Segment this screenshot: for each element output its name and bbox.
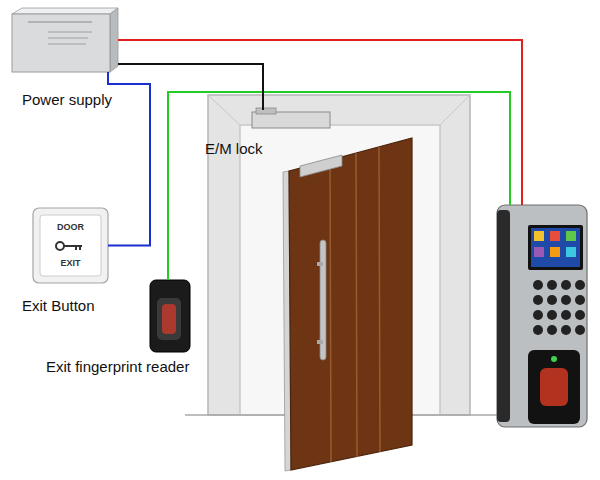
screen-icon	[550, 231, 560, 241]
terminal-led	[551, 356, 557, 362]
key-icon	[79, 246, 81, 250]
printed-marks	[48, 44, 86, 45]
door-panel-line	[356, 153, 357, 457]
exit-reader-body	[150, 280, 190, 352]
handle-mount	[317, 340, 323, 344]
green-wire	[168, 92, 510, 280]
key-icon	[75, 246, 77, 250]
printed-marks	[28, 22, 92, 23]
door-leaf	[289, 138, 412, 470]
key-icon	[56, 242, 64, 250]
printed-marks	[48, 32, 92, 33]
node-label: E/M lock	[205, 140, 263, 158]
terminal-screen	[531, 228, 580, 267]
exit-button-plate	[33, 208, 108, 283]
red-wire	[118, 40, 522, 205]
em-lock-body	[252, 112, 330, 128]
exit-reader-window	[157, 298, 181, 340]
screen-icon	[566, 231, 576, 241]
terminal-sensor	[540, 368, 568, 406]
node-label: Exit Button	[22, 297, 95, 315]
em-lock: E/M lock	[252, 110, 330, 130]
door-panel-line	[379, 147, 380, 452]
terminal-body	[497, 205, 587, 427]
power-supply-top	[12, 8, 118, 14]
printed-marks	[48, 38, 88, 39]
exit-button: Exit Button	[33, 208, 108, 283]
frame-edge	[208, 95, 240, 125]
terminal-sensor-housing	[528, 350, 580, 424]
power-supply: Power supply	[12, 8, 118, 72]
terminal-screen-bezel	[528, 225, 583, 270]
button-exit-text: EXIT	[60, 258, 80, 268]
keypad	[533, 280, 585, 335]
node-label: Exit fingerprint reader	[46, 358, 189, 376]
exit-fingerprint-reader: Exit fingerprint reader	[150, 280, 190, 352]
blue-wire	[108, 72, 150, 246]
button-door-text: DOOR	[57, 222, 84, 232]
exit-button-face	[40, 215, 101, 276]
frame-edge	[440, 95, 470, 125]
em-lock-bracket	[256, 108, 276, 114]
screen-icon	[534, 247, 544, 257]
black-wire	[118, 64, 263, 110]
terminal-side	[497, 210, 510, 422]
handle-mount	[317, 262, 323, 266]
exit-reader-sensor	[162, 304, 176, 334]
armature-plate	[300, 155, 342, 177]
screen-icon	[566, 247, 576, 257]
screen-icon	[550, 247, 560, 257]
door-panel-line	[330, 160, 331, 462]
screen-icon	[534, 231, 544, 241]
power-supply-box	[12, 14, 110, 72]
power-supply-side	[110, 8, 118, 72]
node-label: Power supply	[22, 91, 112, 109]
